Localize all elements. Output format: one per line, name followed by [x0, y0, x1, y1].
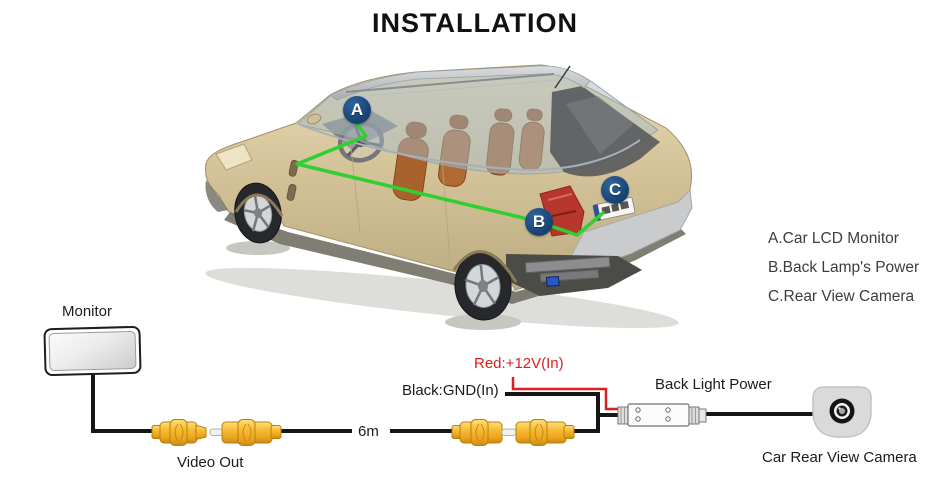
monitor-label: Monitor	[62, 303, 113, 320]
marker-c-badge: C	[601, 176, 629, 204]
legend-item-power: B.Back Lamp's Power	[768, 259, 920, 276]
monitor-icon	[43, 325, 142, 377]
car-cutaway-illustration	[205, 64, 693, 330]
monitor-screen	[48, 330, 137, 372]
rca-connector-icon	[151, 419, 282, 446]
rear-camera-icon	[812, 386, 872, 438]
page-title: INSTALLATION	[372, 8, 578, 38]
black-wire-label: Black:GND(In)	[402, 382, 499, 399]
cable-lines	[91, 374, 817, 433]
legend: A.Car LCD Monitor B.Back Lamp's Power C.…	[768, 224, 919, 311]
camera-label: Car Rear View Camera	[762, 449, 917, 466]
red-wire-label: Red:+12V(In)	[474, 355, 564, 372]
legend-item-camera: C.Rear View Camera	[768, 288, 915, 305]
legend-item-monitor: A.Car LCD Monitor	[768, 230, 899, 247]
rca-connector-icon	[451, 419, 575, 446]
cable-length-label: 6m	[358, 423, 379, 440]
marker-b-badge: B	[525, 208, 553, 236]
wiring-route-line	[295, 122, 605, 237]
back-light-power-label: Back Light Power	[655, 376, 772, 393]
red-power-wire	[511, 377, 621, 411]
power-connector-icon	[617, 403, 707, 427]
marker-a-badge: A	[343, 96, 371, 124]
video-out-label: Video Out	[177, 454, 244, 471]
